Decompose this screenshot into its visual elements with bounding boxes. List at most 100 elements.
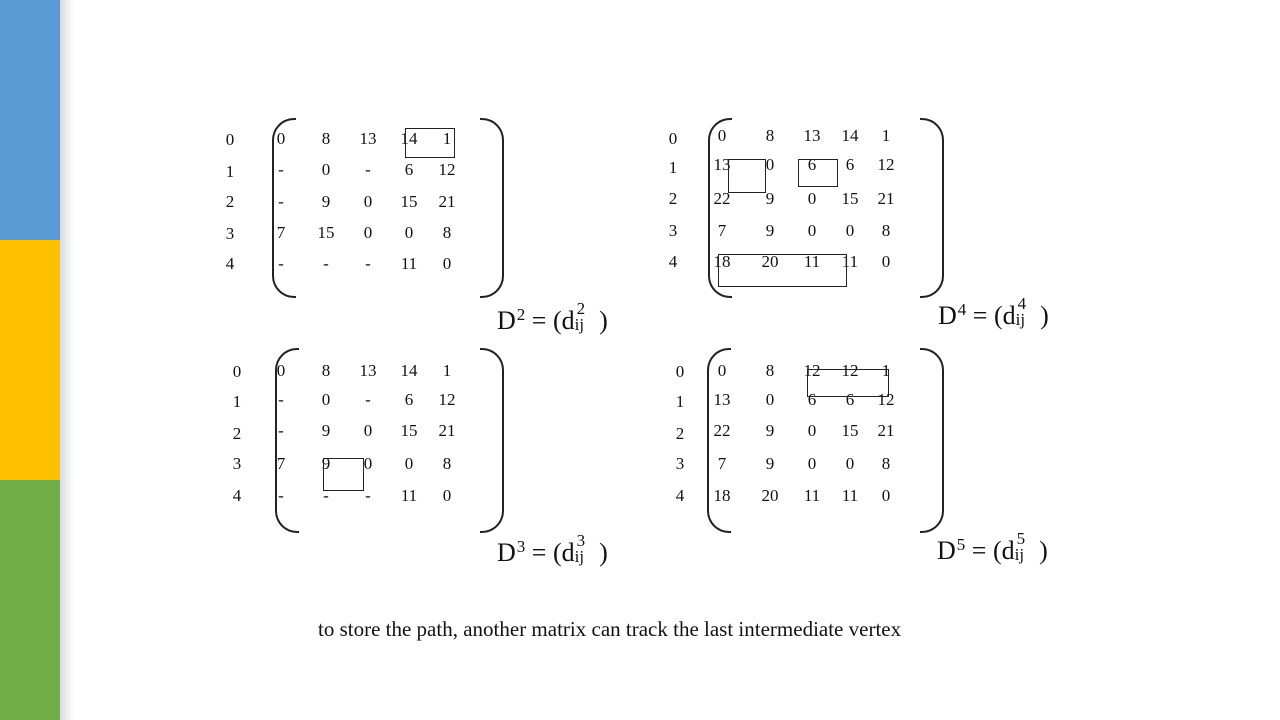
matrix-cell: 15 — [400, 192, 418, 211]
row-label: 0 — [225, 130, 235, 149]
formula-k: 5 — [1016, 529, 1026, 548]
formula-subscript: ij — [1014, 545, 1025, 564]
row-label: 3 — [675, 454, 685, 473]
formula-close: ) — [1032, 536, 1048, 565]
formula-close: ) — [592, 538, 608, 567]
formula-base: D — [497, 538, 516, 567]
row-label: 0 — [675, 362, 685, 381]
matrix-cell: 0 — [845, 221, 855, 240]
matrix-cell: - — [365, 390, 371, 409]
stripe-shadow — [60, 0, 74, 720]
row-label: 1 — [675, 392, 685, 411]
highlight-box — [728, 159, 766, 193]
matrix-cell: 0 — [717, 361, 727, 380]
highlight-box — [798, 159, 838, 187]
matrix-cell: 0 — [765, 390, 775, 409]
row-label: 0 — [668, 129, 678, 148]
matrix-cell: 12 — [877, 390, 895, 409]
matrix-cell: 11 — [803, 486, 821, 505]
matrix-cell: - — [323, 486, 329, 505]
matrix-cell: - — [365, 486, 371, 505]
matrix-cell: 13 — [359, 361, 377, 380]
matrix-cell: 0 — [807, 454, 817, 473]
matrix-cell: 18 — [713, 252, 731, 271]
formula-k: 4 — [1017, 294, 1027, 313]
formula-close: ) — [592, 306, 608, 335]
formula-power: 4 — [957, 300, 967, 319]
matrix-cell: 0 — [442, 254, 452, 273]
matrix-cell: 0 — [404, 454, 414, 473]
matrix-cell: 14 — [841, 126, 859, 145]
matrix-cell: 11 — [841, 486, 859, 505]
row-label: 2 — [225, 192, 235, 211]
matrix-cell: 0 — [363, 223, 373, 242]
right-bracket — [920, 348, 944, 533]
matrix-cell: 11 — [803, 252, 821, 271]
formula-power: 2 — [516, 305, 526, 324]
matrix-cell: 6 — [404, 390, 414, 409]
matrix-cell: 8 — [442, 223, 452, 242]
matrix-cell: 11 — [400, 486, 418, 505]
matrix-cell: 0 — [845, 454, 855, 473]
matrix-cell: 21 — [877, 421, 895, 440]
row-label: 1 — [225, 162, 235, 181]
matrix-cell: 13 — [713, 155, 731, 174]
matrix-cell: - — [278, 390, 284, 409]
matrix-cell: 0 — [765, 155, 775, 174]
highlight-box — [718, 254, 847, 287]
formula-lhs: = (d — [525, 306, 575, 335]
formula-power: 5 — [956, 535, 966, 554]
row-label: 0 — [232, 362, 242, 381]
matrix-cell: - — [278, 192, 284, 211]
right-bracket — [920, 118, 944, 298]
matrix-cell: 22 — [713, 189, 731, 208]
matrix-cell: 8 — [881, 454, 891, 473]
matrix-cell: 14 — [400, 361, 418, 380]
formula-lhs: = (d — [965, 536, 1015, 565]
matrix-cell: - — [365, 160, 371, 179]
formula-lhs: = (d — [525, 538, 575, 567]
formula-k: 3 — [576, 531, 586, 550]
formula-base: D — [938, 301, 957, 330]
matrix-cell: 0 — [321, 160, 331, 179]
row-label: 3 — [668, 221, 678, 240]
matrix-cell: 0 — [404, 223, 414, 242]
matrix-cell: 0 — [807, 421, 817, 440]
yellow-stripe — [0, 240, 60, 480]
row-label: 4 — [225, 254, 235, 273]
matrix-cell: 1 — [881, 361, 891, 380]
matrix-cell: 21 — [438, 421, 456, 440]
row-label: 4 — [668, 252, 678, 271]
matrix-cell: 7 — [276, 454, 286, 473]
matrix-cell: 9 — [765, 189, 775, 208]
row-label: 2 — [232, 424, 242, 443]
matrix-cell: 15 — [317, 223, 335, 242]
matrix-cell: 13 — [803, 126, 821, 145]
formula-base: D — [937, 536, 956, 565]
row-label: 1 — [232, 392, 242, 411]
matrix-cell: 8 — [765, 126, 775, 145]
matrix-cell: - — [278, 486, 284, 505]
matrix-cell: 6 — [807, 155, 817, 174]
matrix-cell: 20 — [761, 252, 779, 271]
matrix-cell: 0 — [363, 421, 373, 440]
matrix-cell: 0 — [881, 252, 891, 271]
matrix-cell: 0 — [807, 221, 817, 240]
matrix-cell: 20 — [761, 486, 779, 505]
matrix-cell: 0 — [276, 129, 286, 148]
formula-k: 2 — [576, 299, 586, 318]
matrix-cell: 8 — [321, 361, 331, 380]
matrix-cell: 8 — [442, 454, 452, 473]
matrix-cell: 9 — [321, 192, 331, 211]
matrix-cell: 13 — [359, 129, 377, 148]
matrix-cell: 8 — [321, 129, 331, 148]
matrix-cell: - — [278, 160, 284, 179]
row-label: 2 — [675, 424, 685, 443]
matrix-cell: 11 — [841, 252, 859, 271]
matrix-cell: 0 — [717, 126, 727, 145]
formula-lhs: = (d — [966, 301, 1016, 330]
matrix-cell: 6 — [807, 390, 817, 409]
caption: to store the path, another matrix can tr… — [318, 617, 902, 641]
